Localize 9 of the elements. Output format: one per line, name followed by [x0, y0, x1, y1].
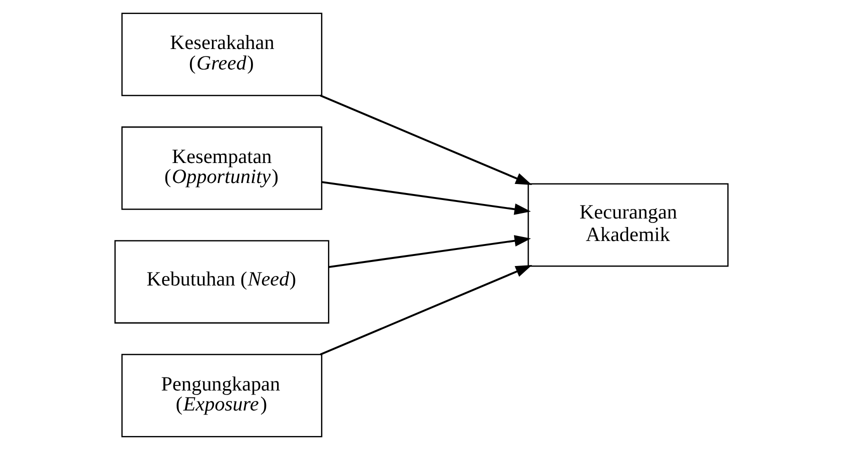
node-box: Pengungkapan (Exposure) [120, 354, 322, 438]
arrow [319, 94, 532, 185]
node-box: Kecurangan Akademik [527, 183, 728, 267]
arrow [321, 181, 530, 215]
arrow [319, 265, 532, 356]
node-box: Kebutuhan (Need) [114, 240, 329, 324]
node-box: Kesempatan (Opportunity) [120, 126, 322, 210]
arrow [328, 235, 530, 268]
node-box: Keserakahan (Greed) [120, 12, 322, 96]
